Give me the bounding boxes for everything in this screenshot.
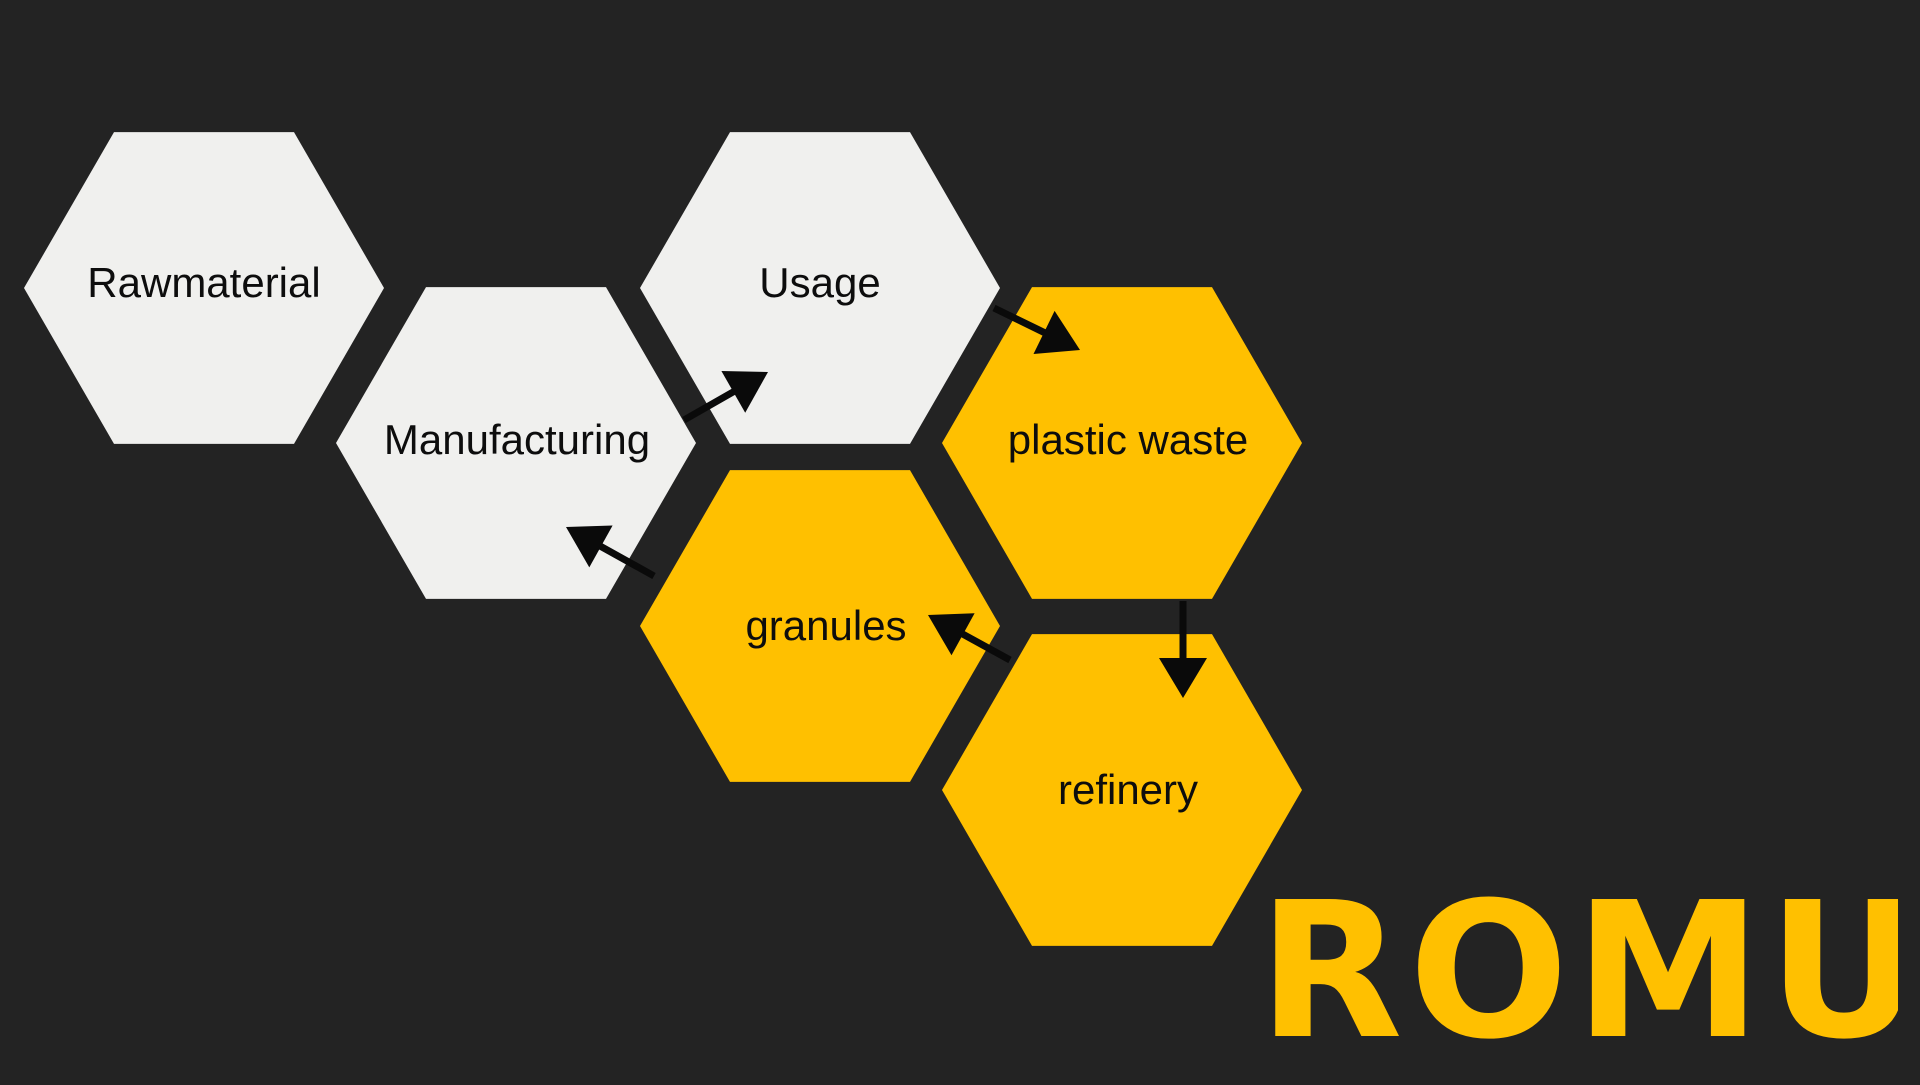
arrow-shaft <box>957 629 1012 664</box>
arrow-manufacturing-to-usage <box>682 371 768 424</box>
arrow-plastic-waste-to-refinery <box>1159 601 1207 698</box>
node-manufacturing: Manufacturing <box>336 287 696 599</box>
node-rawmaterial: Rawmaterial <box>24 132 384 444</box>
arrow-granules-to-manufacturing <box>566 525 656 580</box>
label-granules: granules <box>745 602 906 649</box>
arrow-usage-to-plastic-waste <box>992 304 1080 354</box>
node-plastic-waste: plastic waste <box>942 287 1302 599</box>
node-refinery: refinery <box>942 634 1302 946</box>
label-rawmaterial: Rawmaterial <box>87 259 320 306</box>
hexagon-manufacturing <box>336 287 696 599</box>
arrow-head <box>1033 310 1080 354</box>
arrow-head <box>566 525 613 568</box>
arrow-head <box>1159 658 1207 698</box>
label-plastic-waste: plastic waste <box>1008 416 1248 463</box>
arrow-shaft <box>682 386 739 424</box>
label-manufacturing: Manufacturing <box>384 416 650 463</box>
brand-logo: ROMU <box>1258 872 1898 1072</box>
label-refinery: refinery <box>1058 766 1198 813</box>
label-usage: Usage <box>759 259 880 306</box>
arrow-head <box>928 613 975 656</box>
hexagon-granules <box>640 470 1000 782</box>
hexagon-refinery <box>942 634 1302 946</box>
arrow-shaft <box>595 541 656 580</box>
node-usage: Usage <box>640 132 1000 444</box>
hexagon-plastic-waste <box>942 287 1302 599</box>
arrow-head <box>721 371 768 413</box>
arrow-shaft <box>992 304 1050 338</box>
hexagon-usage <box>640 132 1000 444</box>
hexagon-rawmaterial <box>24 132 384 444</box>
arrow-refinery-to-granules <box>928 613 1012 664</box>
node-granules: granules <box>640 470 1000 782</box>
arrow-layer <box>566 304 1207 698</box>
